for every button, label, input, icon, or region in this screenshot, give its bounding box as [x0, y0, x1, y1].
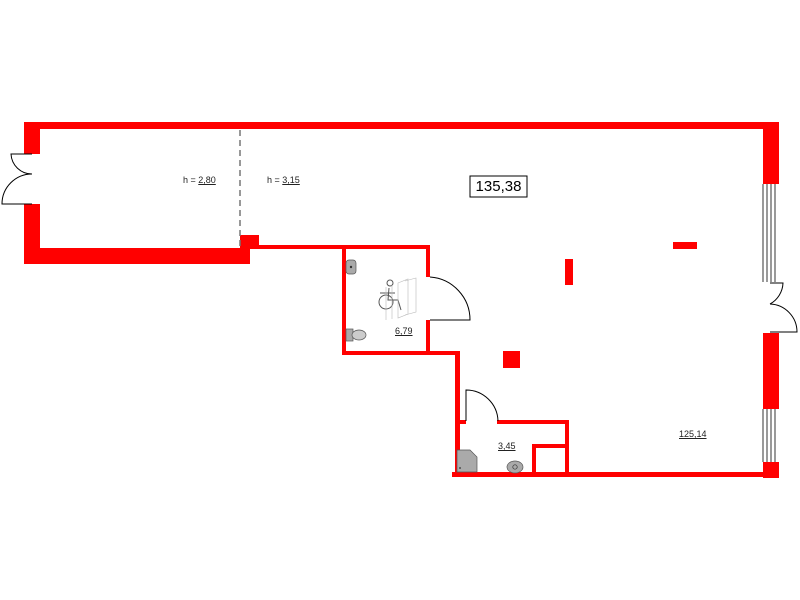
height-prefix: h =: [267, 175, 283, 185]
entrance-door-right: [769, 282, 798, 333]
main-hall-height: h = 3,15: [267, 175, 300, 185]
toilet-icon-wc: [506, 460, 524, 474]
entrance-door-left: [1, 153, 33, 205]
main-hall-area: 125,14: [679, 429, 707, 439]
door-accessible-wc: [429, 276, 471, 321]
shower-tray-icon: [456, 449, 478, 473]
window-right-lower: [762, 409, 776, 462]
toilet-icon: [345, 328, 367, 342]
walls: [24, 122, 779, 478]
height-prefix: h =: [183, 175, 199, 185]
total-area-badge: [469, 175, 528, 198]
wc-area: 3,45: [498, 441, 516, 451]
sink-icon: [345, 259, 357, 275]
vestibule-height: h = 2,80: [183, 175, 216, 185]
total-area-label: 135,38: [475, 178, 522, 195]
door-wc: [465, 389, 499, 422]
accessible-wc-area: 6,79: [395, 326, 413, 336]
wheelchair-icon: [378, 277, 417, 320]
height-value: 3,15: [282, 175, 300, 185]
window-right-upper: [762, 184, 776, 282]
height-value: 2,80: [198, 175, 216, 185]
